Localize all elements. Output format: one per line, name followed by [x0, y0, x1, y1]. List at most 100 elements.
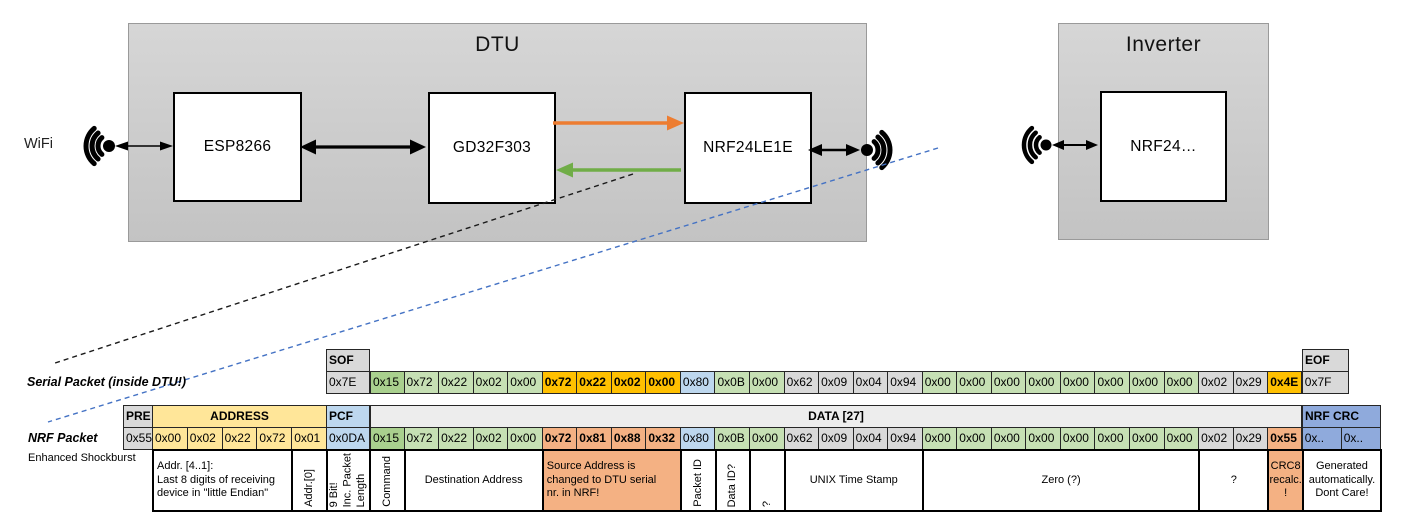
- nrf-crc-header: NRF CRC: [1302, 405, 1381, 428]
- serial-byte-cell: 0x94: [887, 371, 923, 394]
- eof-value: 0x7F: [1301, 371, 1349, 394]
- serial-byte-cell: 0x4E: [1267, 371, 1303, 394]
- enhanced-shockburst-label: Enhanced Shockburst: [28, 452, 136, 464]
- annotation-note: Packet ID: [679, 449, 717, 512]
- nrf-byte-cell: 0x81: [576, 427, 612, 450]
- serial-byte-cell: 0x09: [818, 371, 854, 394]
- annotation-text: Addr. [4..1]: Last 8 digits of receiving…: [157, 460, 276, 500]
- nrf-byte-cell: 0x72: [403, 427, 440, 450]
- serial-byte-cell: 0x00: [990, 371, 1027, 394]
- inverter-box: Inverter: [1058, 23, 1269, 240]
- serial-byte-cell: 0x0B: [714, 371, 751, 394]
- nrf-byte-cell: 0x00: [1129, 427, 1165, 450]
- annotation-note: Destination Address: [403, 449, 544, 512]
- pre-value: 0x55: [123, 427, 153, 450]
- address-byte-cell: 0x72: [256, 427, 293, 450]
- annotation-note: 9 Bit! Inc. Packet Length: [326, 449, 371, 512]
- nrf-byte-cell: 0x00: [990, 427, 1027, 450]
- chip-gd32f303: GD32F303: [428, 92, 556, 204]
- inverter-title: Inverter: [1125, 33, 1202, 56]
- annotation-note: Source Address is changed to DTU serial …: [541, 449, 682, 512]
- serial-byte-cell: 0x00: [1025, 371, 1061, 394]
- annotation-text: CRC8 recalc. !: [1269, 460, 1302, 500]
- serial-packet-label: Serial Packet (inside DTU!): [27, 375, 187, 389]
- annotation-note: ?: [1198, 449, 1270, 512]
- serial-byte-cell: 0x02: [610, 371, 647, 394]
- address-header: ADDRESS: [152, 405, 327, 428]
- chip-nrf24le1e-label: NRF24LE1E: [703, 139, 793, 156]
- sof-value: 0x7E: [326, 371, 370, 394]
- data-header: DATA [27]: [369, 405, 1303, 428]
- annotation-note: Addr.[0]: [291, 449, 328, 512]
- serial-sof-header-row: SOF: [326, 349, 370, 372]
- nrf-byte-cell: 0x02: [472, 427, 509, 450]
- wifi-icon-inverter: [1021, 125, 1052, 165]
- serial-byte-cell: 0x00: [1059, 371, 1096, 394]
- wifi-icon-dtu-left: [83, 125, 115, 167]
- address-byte-cell: 0x22: [221, 427, 258, 450]
- crc-byte-cell: 0x..: [1301, 427, 1342, 450]
- nrf-byte-cell: 0x15: [368, 427, 405, 450]
- address-byte-cell: 0x01: [291, 427, 327, 450]
- serial-byte-cell: 0x00: [645, 371, 681, 394]
- nrf-byte-cell: 0x00: [921, 427, 958, 450]
- chip-nrf24-inverter: NRF24…: [1100, 91, 1227, 202]
- annotation-text: ?: [760, 500, 773, 507]
- pcf-header: PCF: [326, 405, 370, 428]
- annotation-text: Destination Address: [424, 473, 523, 486]
- serial-byte-cell: 0x00: [921, 371, 958, 394]
- nrf-byte-cell: 0x00: [1025, 427, 1061, 450]
- chip-nrf24-inverter-label: NRF24…: [1130, 137, 1197, 155]
- annotation-note: Addr. [4..1]: Last 8 digits of receiving…: [152, 449, 293, 512]
- nrf-byte-cell: 0x94: [887, 427, 923, 450]
- annotation-note: ?: [749, 449, 786, 512]
- eof-header: EOF: [1302, 349, 1349, 372]
- pcf-value: 0x0DA: [325, 427, 370, 450]
- serial-byte-cell: 0x04: [852, 371, 889, 394]
- nrf-byte-cell: 0x32: [645, 427, 681, 450]
- serial-byte-cell: 0x29: [1232, 371, 1269, 394]
- annotation-note: Zero (?): [921, 449, 1201, 512]
- serial-byte-cell: 0x00: [1129, 371, 1165, 394]
- nrf-byte-cell: 0x02: [1198, 427, 1234, 450]
- nrf-byte-cell: 0x55: [1267, 427, 1303, 450]
- annotation-note: Generated automatically. Dont Care!: [1301, 449, 1382, 512]
- serial-byte-cell: 0x22: [438, 371, 474, 394]
- serial-eof-header-row: EOF: [1302, 349, 1349, 372]
- crc-byte-cell: 0x..: [1340, 427, 1381, 450]
- address-byte-cell: 0x02: [186, 427, 223, 450]
- nrf-packet-label: NRF Packet: [28, 431, 98, 445]
- annotation-text: Addr.[0]: [302, 469, 315, 507]
- nrf-byte-cell: 0x00: [1163, 427, 1200, 450]
- nrf-byte-cell: 0x04: [852, 427, 889, 450]
- nrf-byte-cell: 0x00: [1059, 427, 1096, 450]
- annotation-note: Command: [369, 449, 406, 512]
- serial-byte-cell: 0x00: [749, 371, 785, 394]
- serial-byte-cell: 0x72: [541, 371, 578, 394]
- serial-byte-cell: 0x00: [956, 371, 992, 394]
- nrf-byte-cell: 0x0B: [714, 427, 750, 450]
- serial-byte-cell: 0x02: [472, 371, 509, 394]
- serial-byte-cell: 0x62: [783, 371, 820, 394]
- serial-byte-cell: 0x02: [1198, 371, 1234, 394]
- serial-byte-cell: 0x72: [403, 371, 440, 394]
- pre-header: PRE: [123, 405, 153, 428]
- chip-nrf24le1e: NRF24LE1E: [684, 92, 812, 204]
- annotation-text: Generated automatically. Dont Care!: [1308, 460, 1376, 500]
- annotation-text: Source Address is changed to DTU serial …: [546, 460, 657, 500]
- serial-byte-cell: 0x00: [507, 371, 543, 394]
- serial-byte-cell: 0x00: [1094, 371, 1131, 394]
- annotation-text: Packet ID: [691, 459, 704, 507]
- chip-esp8266: ESP8266: [173, 92, 302, 202]
- annotation-text: ?: [1230, 473, 1237, 486]
- nrf-byte-cell: 0x22: [438, 427, 474, 450]
- serial-byte-cell: 0x22: [576, 371, 612, 394]
- nrf-byte-cell: 0x00: [749, 427, 785, 450]
- nrf-byte-cell: 0x80: [679, 427, 716, 450]
- nrf-byte-cell: 0x62: [783, 427, 820, 450]
- serial-byte-cell: 0x80: [679, 371, 716, 394]
